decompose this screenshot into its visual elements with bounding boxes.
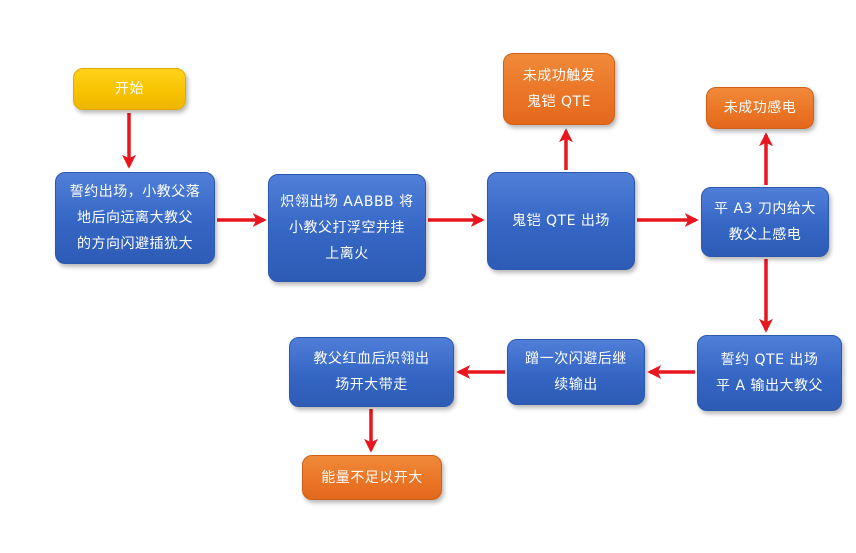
end-node: 能量不足以开大 [302,455,442,500]
step-qte-label: 鬼铠 QTE 出场 [512,213,610,229]
step-launch-label: 炽翎出场 AABBB 将 小教父打浮空并挂 上离火 [280,194,414,262]
start-node: 开始 [73,68,186,110]
step-evade-node: 蹭一次闪避后继 续输出 [507,339,645,405]
step-qte-node: 鬼铠 QTE 出场 [487,172,635,270]
step-output-node: 誓约 QTE 出场 平 A 输出大教父 [697,335,842,411]
fail-shock-label: 未成功感电 [723,100,797,116]
step-finish-label: 教父红血后炽翎出 场开大带走 [313,351,430,393]
step-launch-node: 炽翎出场 AABBB 将 小教父打浮空并挂 上离火 [268,174,426,282]
start-node-label: 开始 [115,81,144,97]
step-dodge-node: 誓约出场，小教父落 地后向远离大教父 的方向闪避插犹大 [55,172,215,264]
fail-qte-label: 未成功触发 鬼铠 QTE [522,68,596,110]
step-output-label: 誓约 QTE 出场 平 A 输出大教父 [716,352,823,394]
fail-qte-node: 未成功触发 鬼铠 QTE [503,53,615,125]
fail-shock-node: 未成功感电 [706,87,814,129]
step-dodge-label: 誓约出场，小教父落 地后向远离大教父 的方向闪避插犹大 [69,184,201,252]
step-shock-label: 平 A3 刀内给大 教父上感电 [714,201,816,243]
step-evade-label: 蹭一次闪避后继 续输出 [525,351,627,393]
step-finish-node: 教父红血后炽翎出 场开大带走 [289,337,454,407]
end-node-label: 能量不足以开大 [321,469,423,486]
step-shock-node: 平 A3 刀内给大 教父上感电 [701,187,829,257]
